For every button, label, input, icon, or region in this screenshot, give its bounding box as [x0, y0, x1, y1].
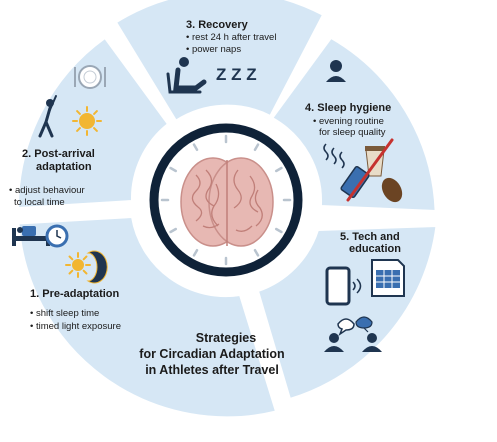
- steam-lines: [323, 143, 345, 169]
- segment-sleep-hygiene: [270, 36, 437, 213]
- stretching-person-icon: [38, 95, 57, 138]
- tech-heading-line-1: 5. Tech and: [340, 231, 400, 243]
- discussion-icon: [324, 316, 382, 352]
- recovery-heading: 3. Recovery: [186, 19, 249, 31]
- smartphone-icon: [325, 266, 362, 306]
- brain-icon: [180, 157, 274, 247]
- post-arrival-heading-line-2: adaptation: [36, 161, 92, 173]
- phone-icon: [340, 165, 370, 199]
- pre-adaptation-heading: 1. Pre-adaptation: [30, 288, 120, 300]
- segment-tech-education: [256, 224, 438, 401]
- sleep-hygiene-item-2: for sleep quality: [319, 127, 386, 138]
- tech-heading-line-2: education: [349, 243, 401, 255]
- sun-icon: [72, 106, 102, 136]
- clock-tick: [169, 166, 178, 173]
- clock-ticks: [160, 134, 292, 266]
- sun-icon: [65, 252, 91, 278]
- clock-tick: [192, 143, 199, 152]
- post-arrival-heading-line-1: 2. Post-arrival: [22, 148, 95, 160]
- pre-adaptation-item-2: • timed light exposure: [30, 321, 121, 332]
- clock-tick: [253, 248, 260, 257]
- post-arrival-item-2: to local time: [14, 197, 65, 208]
- recovery-item-1: • rest 24 h after travel: [186, 32, 276, 43]
- moon-icon: [86, 250, 108, 284]
- no-symbol-icon: [346, 138, 394, 202]
- zzz-icon: Z Z Z: [216, 65, 257, 84]
- caption-line-2: for Circadian Adaptation: [139, 347, 284, 361]
- resting-person-icon: [166, 57, 207, 94]
- clock-tick: [274, 166, 283, 173]
- recovery-item-2: • power naps: [186, 44, 241, 55]
- spreadsheet-icon: [371, 259, 405, 297]
- pre-adaptation-item-1: • shift sleep time: [30, 308, 99, 319]
- coffee-bean-icon: [381, 177, 403, 203]
- caption-line-1: Strategies: [196, 331, 256, 345]
- clock-tick: [169, 227, 178, 234]
- clock-tick: [274, 227, 283, 234]
- person-avatar-icon: [326, 60, 346, 82]
- clock-icon: [45, 224, 69, 248]
- segment-recovery: [114, 0, 325, 122]
- plate-icon: [74, 65, 106, 89]
- clock-tick: [192, 248, 199, 257]
- clock-tick: [253, 143, 260, 152]
- caption-line-3: in Athletes after Travel: [145, 363, 279, 377]
- sleep-hygiene-heading: 4. Sleep hygiene: [305, 102, 391, 114]
- sleep-hygiene-item-1: • evening routine: [313, 116, 384, 127]
- post-arrival-item-1: • adjust behaviour: [9, 185, 85, 196]
